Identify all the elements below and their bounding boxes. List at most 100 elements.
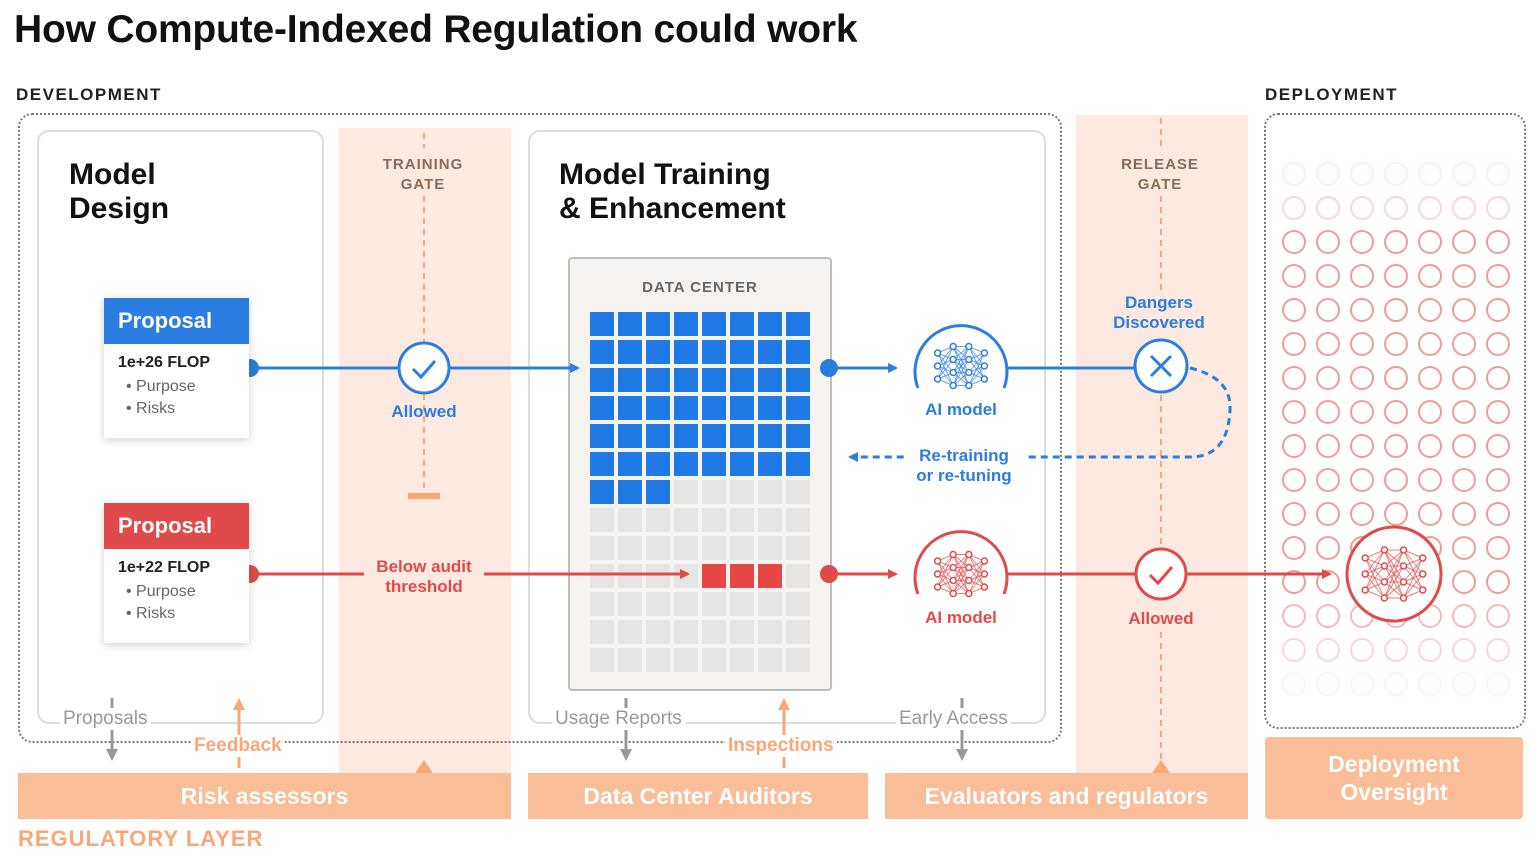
ai-model-label-bottom: AI model <box>925 608 997 627</box>
compute-cell-idle <box>646 536 670 560</box>
deployment-user-circle <box>1486 162 1510 186</box>
compute-cell-small-run <box>702 564 726 588</box>
deployment-user-circle <box>1282 196 1306 220</box>
deployment-user-circle <box>1316 502 1340 526</box>
deployment-user-circle <box>1316 162 1340 186</box>
compute-cell-idle <box>702 648 726 672</box>
proposal-card-small: Proposal 1e+22 FLOP • Purpose • Risks <box>104 503 249 643</box>
compute-cell-idle <box>786 480 810 504</box>
deployment-user-circle <box>1316 366 1340 390</box>
compute-cell-idle <box>674 592 698 616</box>
compute-cell-large-run <box>590 480 614 504</box>
deployment-user-circle <box>1384 298 1408 322</box>
compute-cell-idle <box>702 592 726 616</box>
compute-cell-idle <box>590 592 614 616</box>
early-access-flow-label: Early Access <box>896 708 1011 730</box>
deployment-user-circle <box>1282 468 1306 492</box>
deployment-user-circle <box>1282 604 1306 628</box>
deployment-user-circle <box>1452 468 1476 492</box>
page-title: How Compute-Indexed Regulation could wor… <box>14 8 858 51</box>
deployment-user-circle <box>1486 264 1510 288</box>
ai-model-label-top: AI model <box>925 400 997 419</box>
compute-cell-idle <box>618 536 642 560</box>
deployment-user-circle <box>1486 230 1510 254</box>
compute-cell-large-run <box>674 452 698 476</box>
compute-cell-idle <box>702 480 726 504</box>
compute-cell-large-run <box>674 368 698 392</box>
deployment-user-circle <box>1418 502 1442 526</box>
allowed-label-top: Allowed <box>391 402 457 421</box>
compute-cell-idle <box>646 564 670 588</box>
compute-cell-idle <box>618 508 642 532</box>
compute-cell-large-run <box>730 424 754 448</box>
deployment-user-circle <box>1350 230 1374 254</box>
compute-cell-idle <box>646 620 670 644</box>
deployment-user-circle <box>1452 400 1476 424</box>
deployment-user-circle <box>1316 638 1340 662</box>
compute-cell-large-run <box>674 396 698 420</box>
compute-cell-idle <box>786 648 810 672</box>
compute-cell-idle <box>730 536 754 560</box>
deployment-user-circle <box>1418 434 1442 458</box>
compute-cell-large-run <box>590 340 614 364</box>
deployment-user-circle <box>1316 400 1340 424</box>
compute-cell-large-run <box>786 312 810 336</box>
deployment-user-circle <box>1316 298 1340 322</box>
deployment-user-circle <box>1452 570 1476 594</box>
deployment-user-circle <box>1316 672 1340 696</box>
neural-network-icon <box>1361 546 1427 602</box>
compute-cell-large-run <box>786 396 810 420</box>
compute-cell-large-run <box>646 452 670 476</box>
compute-cell-large-run <box>758 452 782 476</box>
compute-cell-large-run <box>786 452 810 476</box>
deployment-population <box>1282 162 1510 696</box>
compute-cell-idle <box>786 592 810 616</box>
deployment-user-circle <box>1384 196 1408 220</box>
deployment-user-circle <box>1282 502 1306 526</box>
compute-cell-small-run <box>730 564 754 588</box>
deployment-user-circle <box>1282 400 1306 424</box>
deployment-user-circle <box>1350 298 1374 322</box>
compute-cell-idle <box>674 648 698 672</box>
compute-cell-idle <box>674 480 698 504</box>
data-center-label: DATA CENTER <box>642 279 758 296</box>
deployment-user-circle <box>1350 434 1374 458</box>
neural-network-icon <box>933 342 989 390</box>
deployment-user-circle <box>1418 332 1442 356</box>
compute-cell-large-run <box>646 340 670 364</box>
deployment-user-circle <box>1282 638 1306 662</box>
compute-cell-idle <box>590 620 614 644</box>
evaluators-bar: Evaluators and regulators <box>885 773 1248 819</box>
proposal-header: Proposal <box>104 503 249 549</box>
compute-cell-idle <box>618 564 642 588</box>
compute-cell-large-run <box>702 340 726 364</box>
compute-cell-large-run <box>786 340 810 364</box>
regulatory-layer-label: REGULATORY LAYER <box>18 826 264 851</box>
deployment-user-circle <box>1486 638 1510 662</box>
compute-cell-idle <box>674 620 698 644</box>
neural-network-icon <box>933 550 989 598</box>
deployment-user-circle <box>1350 366 1374 390</box>
compute-cell-idle <box>758 592 782 616</box>
compute-cell-idle <box>618 648 642 672</box>
deployment-user-circle <box>1418 366 1442 390</box>
compute-cell-idle <box>786 536 810 560</box>
deployment-user-circle <box>1350 672 1374 696</box>
compute-cell-large-run <box>730 452 754 476</box>
deployment-user-circle <box>1452 434 1476 458</box>
compute-cell-large-run <box>786 424 810 448</box>
compute-cell-idle <box>730 508 754 532</box>
deployment-user-circle <box>1282 332 1306 356</box>
compute-cell-large-run <box>646 396 670 420</box>
deployment-user-circle <box>1350 196 1374 220</box>
deployment-user-circle <box>1384 366 1408 390</box>
deployment-user-circle <box>1486 400 1510 424</box>
compute-cell-large-run <box>646 312 670 336</box>
deployment-user-circle <box>1316 536 1340 560</box>
usage-reports-flow-label: Usage Reports <box>552 708 685 730</box>
deployment-user-circle <box>1316 332 1340 356</box>
deployment-user-circle <box>1282 230 1306 254</box>
deployment-user-circle <box>1316 604 1340 628</box>
